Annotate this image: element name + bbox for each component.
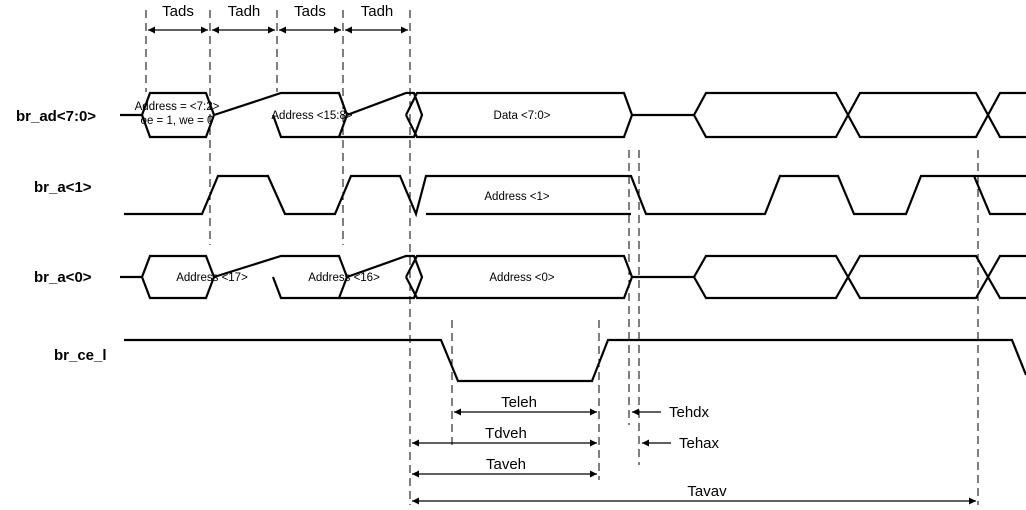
teleh-label: Teleh xyxy=(501,394,537,411)
timing-arrows: Teleh Tdveh Taveh Tavav Tehdx Tehax xyxy=(412,394,976,505)
tavav-label: Tavav xyxy=(687,483,727,500)
waveform-br-ad: Address = <7:2> oe = 1, we = 0 Address <… xyxy=(120,91,1026,139)
taveh-label: Taveh xyxy=(486,456,526,473)
tads-label-2: Tads xyxy=(294,3,326,20)
tadh-label-2: Tadh xyxy=(361,3,394,20)
reference-lines xyxy=(145,10,979,505)
a0-cell-2: Address <16> xyxy=(308,272,380,284)
tads-label-1: Tads xyxy=(162,3,194,20)
tdveh-label: Tdveh xyxy=(485,425,527,442)
signal-label-br-a0: br_a<0> xyxy=(34,269,92,286)
tehdx-label: Tehdx xyxy=(669,404,710,421)
signal-label-br-a1: br_a<1> xyxy=(34,179,92,196)
waveform-br-a1: Address <1> xyxy=(124,174,1026,218)
ad-cell-1-line-1: Address = <7:2> xyxy=(135,101,220,113)
waveform-br-ce xyxy=(124,338,1026,383)
ad-cell-3: Data <7:0> xyxy=(494,110,551,122)
a1-cell: Address <1> xyxy=(484,191,549,203)
top-interval-arrows: Tads Tadh Tads Tadh xyxy=(148,3,408,34)
signal-label-br-ce: br_ce_l xyxy=(54,347,107,364)
ad-cell-1-line-2: oe = 1, we = 0 xyxy=(141,115,214,127)
a0-cell-3: Address <0> xyxy=(489,272,554,284)
tehax-label: Tehax xyxy=(679,435,720,452)
ad-cell-2: Address <15:8> xyxy=(271,110,352,122)
a0-cell-1: Address <17> xyxy=(176,272,248,284)
waveform-br-a0: Address <17> Address <16> Address <0> xyxy=(120,254,1026,300)
signal-label-br-ad: br_ad<7:0> xyxy=(16,108,96,125)
tadh-label-1: Tadh xyxy=(228,3,261,20)
